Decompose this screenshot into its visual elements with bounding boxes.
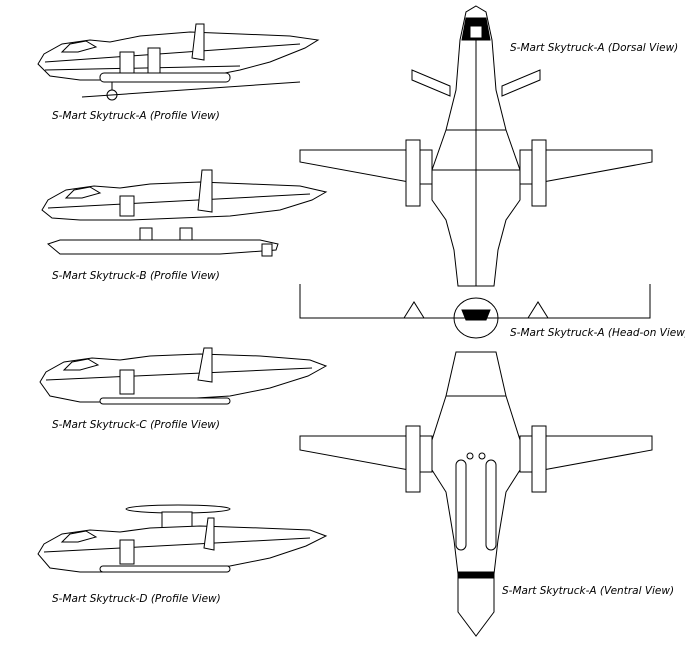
- skytruck-a-headon: [299, 284, 651, 339]
- skytruck-a-profile: [37, 23, 320, 101]
- caption-profile-c: S-Mart Skytruck-C (Profile View): [52, 419, 220, 431]
- skytruck-a-ventral: [299, 351, 653, 637]
- caption-profile-a: S-Mart Skytruck-A (Profile View): [52, 110, 220, 122]
- skytruck-c-profile: [39, 347, 328, 405]
- skytruck-a-dorsal: [299, 5, 653, 287]
- caption-dorsal-a: S-Mart Skytruck-A (Dorsal View): [510, 42, 679, 54]
- caption-headon-a: S-Mart Skytruck-A (Head-on View): [510, 327, 685, 339]
- caption-profile-b: S-Mart Skytruck-B (Profile View): [52, 270, 220, 282]
- skytruck-d-profile: [37, 504, 328, 573]
- skytruck-b-profile: [41, 169, 328, 257]
- caption-profile-d: S-Mart Skytruck-D (Profile View): [52, 593, 221, 605]
- caption-ventral-a: S-Mart Skytruck-A (Ventral View): [502, 585, 675, 597]
